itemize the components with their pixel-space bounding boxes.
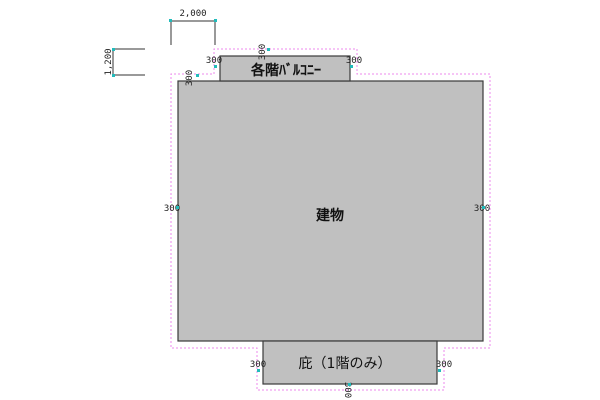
eave-right-offset: 300 bbox=[436, 360, 452, 370]
balcony-top-offset: 300 bbox=[258, 44, 268, 60]
handle[interactable] bbox=[196, 74, 199, 77]
handle[interactable] bbox=[214, 65, 217, 68]
handle[interactable] bbox=[350, 65, 353, 68]
height-scale-legend: 1,200 bbox=[104, 48, 145, 77]
balcony-room[interactable] bbox=[219, 55, 351, 82]
balcony-label: 各階ﾊﾞﾙｺﾆｰ bbox=[250, 62, 321, 79]
handle[interactable] bbox=[267, 48, 270, 51]
handle[interactable] bbox=[257, 369, 260, 372]
building-top-offset: 300 bbox=[185, 70, 195, 86]
building-left-offset: 300 bbox=[164, 204, 180, 214]
balcony-right-offset: 300 bbox=[346, 56, 362, 66]
handle[interactable] bbox=[176, 206, 179, 209]
width-scale-legend: 2,000 bbox=[169, 9, 217, 45]
width-scale-label: 2,000 bbox=[179, 9, 206, 19]
building-label: 建物 bbox=[316, 207, 344, 224]
handle[interactable] bbox=[482, 206, 485, 209]
eave-left-offset: 300 bbox=[250, 360, 266, 370]
handle[interactable] bbox=[348, 383, 351, 386]
balcony-left-offset: 300 bbox=[206, 56, 222, 66]
eave-bottom-offset: 300 bbox=[342, 382, 352, 398]
height-scale-label: 1,200 bbox=[104, 48, 114, 75]
handle[interactable] bbox=[438, 369, 441, 372]
eave-label: 庇（1階のみ） bbox=[299, 356, 392, 372]
offset-outline bbox=[170, 48, 491, 391]
